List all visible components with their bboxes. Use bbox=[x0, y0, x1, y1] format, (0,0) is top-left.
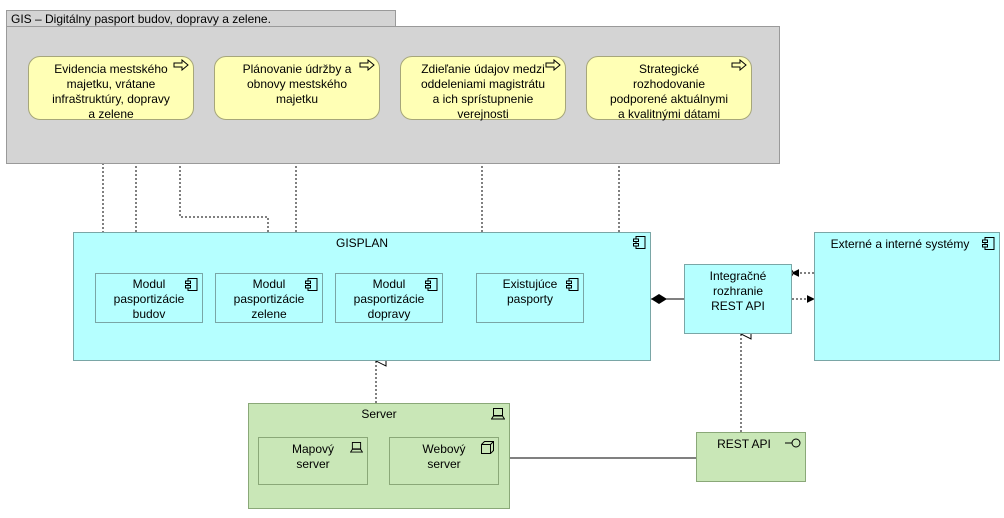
goal-line: rozhodovanie bbox=[632, 77, 706, 91]
goal-line: a zelene bbox=[88, 107, 134, 121]
goal-line: podporené aktuálnymi bbox=[609, 92, 729, 106]
goal-arrow-icon bbox=[359, 59, 375, 71]
interface-line: Integračné bbox=[709, 269, 767, 283]
goal-planovanie[interactable]: Plánovanie údržby a obnovy mestského maj… bbox=[214, 56, 380, 120]
group-title: GIS – Digitálny pasport budov, dopravy a… bbox=[11, 12, 271, 26]
node-line: Webový bbox=[422, 442, 466, 456]
component-icon bbox=[566, 278, 579, 291]
node-line: Mapový bbox=[291, 442, 335, 456]
module-line: pasportizácie bbox=[353, 292, 425, 306]
goal-line: a kvalitnými dátami bbox=[617, 107, 721, 121]
goal-line: infraštruktúry, dopravy bbox=[52, 92, 170, 106]
goal-line: majetku bbox=[275, 92, 319, 106]
goal-line: Evidencia mestského bbox=[54, 62, 168, 76]
interface-line: REST API bbox=[711, 299, 765, 313]
module-line: zelene bbox=[251, 307, 287, 321]
goal-zdielanie[interactable]: Zdieľanie údajov medzi oddeleniami magis… bbox=[400, 56, 566, 121]
goal-line: Plánovanie údržby a bbox=[242, 62, 352, 76]
component-icon bbox=[982, 237, 995, 250]
module-line: Modul bbox=[132, 277, 166, 291]
module-budov[interactable]: Modul pasportizácie budov bbox=[95, 273, 203, 323]
laptop-icon bbox=[350, 442, 363, 453]
component-icon bbox=[425, 278, 438, 291]
module-line: Modul bbox=[252, 277, 286, 291]
goal-line: a ich sprístupnenie bbox=[432, 92, 534, 106]
module-zelene[interactable]: Modul pasportizácie zelene bbox=[215, 273, 323, 323]
module-line: pasportizácie bbox=[113, 292, 185, 306]
external-title: Externé a interné systémy bbox=[830, 237, 970, 251]
component-icon bbox=[185, 278, 198, 291]
laptop-icon bbox=[491, 408, 505, 420]
goal-arrow-icon bbox=[731, 59, 747, 71]
goal-line: verejnosti bbox=[457, 107, 509, 121]
rest-api-interface[interactable]: REST API bbox=[696, 432, 806, 482]
goal-arrow-icon bbox=[173, 59, 189, 71]
node-cube-icon bbox=[481, 441, 494, 454]
module-existujuce[interactable]: Existujúce pasporty bbox=[476, 273, 584, 323]
goal-line: majetku, vrátane bbox=[66, 77, 156, 91]
group-tab: GIS – Digitálny pasport budov, dopravy a… bbox=[6, 10, 396, 27]
goal-line: oddeleniami magistrátu bbox=[420, 77, 546, 91]
server-title: Server bbox=[361, 407, 397, 421]
module-line: Modul bbox=[372, 277, 406, 291]
interface-icon bbox=[785, 438, 801, 448]
module-line: dopravy bbox=[367, 307, 411, 321]
module-line: pasporty bbox=[506, 292, 554, 306]
goal-strategicke[interactable]: Strategické rozhodovanie podporené aktuá… bbox=[586, 56, 752, 121]
goal-line: Strategické bbox=[638, 62, 700, 76]
external-systems[interactable]: Externé a interné systémy bbox=[814, 232, 1000, 361]
goal-arrow-icon bbox=[545, 59, 561, 71]
integration-interface[interactable]: Integračné rozhranie REST API bbox=[684, 264, 792, 334]
goal-line: obnovy mestského bbox=[246, 77, 348, 91]
composition-diamond bbox=[651, 294, 667, 304]
module-line: budov bbox=[132, 307, 166, 321]
node-line: server bbox=[296, 457, 330, 471]
module-line: Existujúce bbox=[502, 277, 558, 291]
interface-line: rozhranie bbox=[712, 284, 764, 298]
module-line: pasportizácie bbox=[233, 292, 305, 306]
component-icon bbox=[633, 236, 646, 249]
module-dopravy[interactable]: Modul pasportizácie dopravy bbox=[335, 273, 443, 323]
gisplan-title: GISPLAN bbox=[335, 236, 389, 250]
goal-evidencia[interactable]: Evidencia mestského majetku, vrátane inf… bbox=[28, 56, 194, 121]
web-server-node[interactable]: Webový server bbox=[389, 437, 499, 485]
goal-line: Zdieľanie údajov medzi bbox=[421, 62, 545, 76]
map-server-node[interactable]: Mapový server bbox=[258, 437, 368, 485]
node-line: server bbox=[427, 457, 461, 471]
rest-api-title: REST API bbox=[717, 437, 771, 451]
component-icon bbox=[305, 278, 318, 291]
